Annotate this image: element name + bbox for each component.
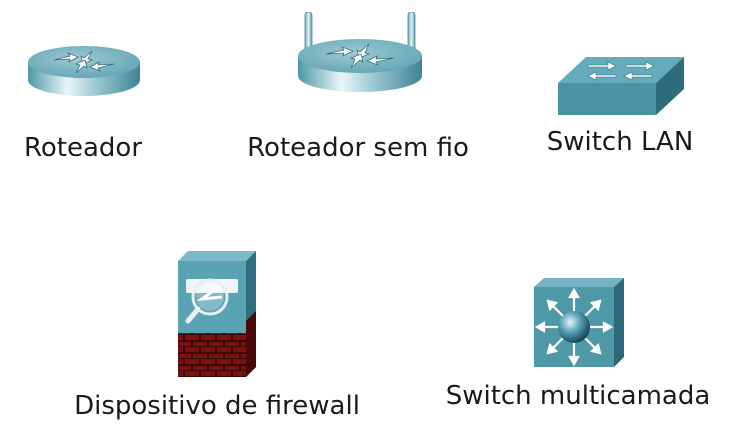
lan-switch-label: Switch LAN	[546, 127, 694, 157]
firewall-icon	[176, 251, 258, 379]
multilayer-switch-label: Switch multicamada	[445, 381, 711, 411]
wireless-router-icon	[296, 12, 424, 94]
multilayer-switch-icon	[532, 277, 626, 369]
wireless-router-label: Roteador sem fio	[247, 133, 469, 163]
lan-switch-icon	[556, 55, 686, 117]
router-label: Roteador	[23, 133, 143, 163]
firewall-label: Dispositivo de firewall	[74, 391, 360, 421]
router-icon	[26, 42, 142, 98]
